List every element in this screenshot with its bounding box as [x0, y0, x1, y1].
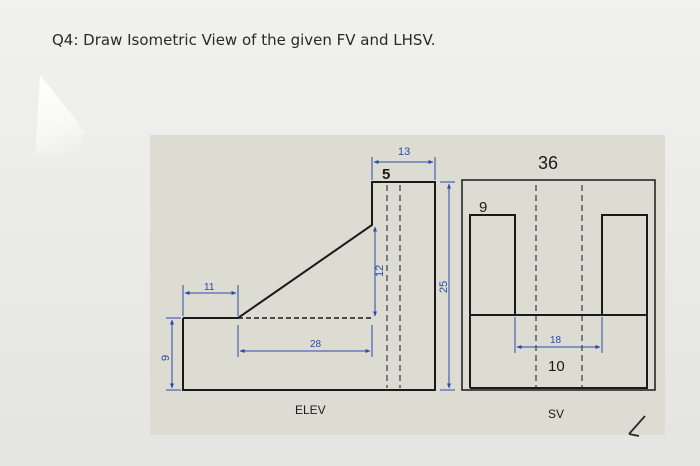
front-view-label: ELEV: [295, 403, 326, 417]
side-view-dimensions: [514, 317, 603, 353]
dimension-25: 25: [438, 281, 450, 293]
dimension-11: 11: [204, 282, 215, 293]
side-view-label: SV: [548, 407, 564, 421]
engineering-drawing: 13 5 11 12 25 28 9 ELEV 36: [150, 135, 665, 435]
paper-sheet: [150, 135, 665, 435]
front-view: [182, 181, 436, 391]
dimension-10-handwritten: 10: [548, 358, 565, 375]
light-glare: [35, 75, 85, 155]
side-view-outer-frame: [461, 179, 656, 391]
question-title: Q4: Draw Isometric View of the given FV …: [52, 31, 436, 49]
dimension-9: 9: [160, 355, 172, 361]
dimension-36-handwritten: 36: [538, 153, 558, 173]
pen-mark: [628, 415, 646, 437]
front-view-dimensions: [166, 157, 455, 391]
dimension-5-handwritten: 5: [382, 166, 390, 183]
front-view-outline: [182, 181, 436, 391]
dimension-18: 18: [550, 335, 562, 346]
dimension-12: 12: [374, 265, 386, 277]
dimension-28: 28: [310, 339, 322, 350]
side-view: [461, 179, 656, 391]
drawing-canvas: 13 5 11 12 25 28 9 ELEV 36: [150, 135, 665, 435]
dimension-13: 13: [398, 146, 410, 158]
dimension-9-handwritten: 9: [479, 199, 487, 216]
